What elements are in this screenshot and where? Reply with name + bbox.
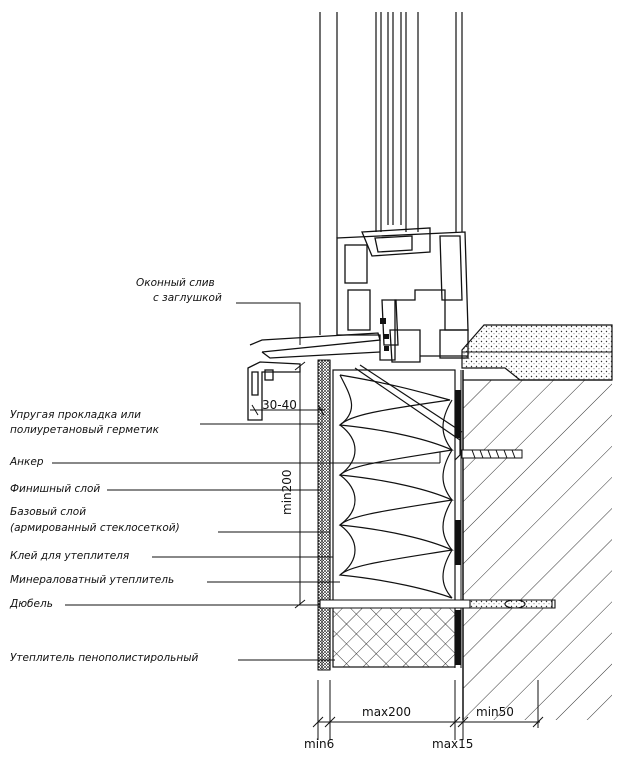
label-window-sill-2: с заглушкой [153,292,222,304]
label-polystyrene: Утеплитель пенополистирольный [10,652,199,664]
anchor [354,364,463,461]
window-frame [319,12,463,335]
label-anchor: Анкер [10,456,44,468]
wall-anchor-screw [461,449,523,459]
glue-spots [455,390,461,665]
label-elastic-gasket-1: Упругая прокладка или [10,409,141,421]
polystyrene-insulation [332,604,456,668]
floor-slab [461,324,613,381]
window-sill [247,332,381,421]
label-finish-layer: Финишный слой [10,483,101,495]
label-dowel: Дюбель [10,598,53,610]
leader-lines [52,302,441,661]
dim-text-30-40: 30-40 [262,398,297,412]
label-window-sill-1: Оконный слив [136,277,215,289]
wall-hatch [462,370,612,720]
window-profile [336,227,469,363]
bottom-dimensions [312,680,544,740]
label-base-layer-2: (армированный стеклосеткой) [10,522,180,534]
mineral-wool [332,369,456,604]
dim-text-min50: min50 [476,705,514,719]
render-layers [317,359,331,671]
dim-30-40 [250,404,325,416]
label-mineral-wool: Минераловатный утеплитель [10,574,175,586]
dim-text-min6: min6 [304,737,335,751]
dim-min200 [294,361,306,609]
dim-text-max15: max15 [432,737,474,751]
label-base-layer-1: Базовый слой [10,506,87,518]
label-elastic-gasket-2: полиуретановый герметик [10,424,159,436]
label-insulation-glue: Клей для утеплителя [10,550,130,562]
dim-text-min200: min200 [280,469,294,515]
dim-text-max200: max200 [362,705,412,719]
dowel [319,599,556,609]
